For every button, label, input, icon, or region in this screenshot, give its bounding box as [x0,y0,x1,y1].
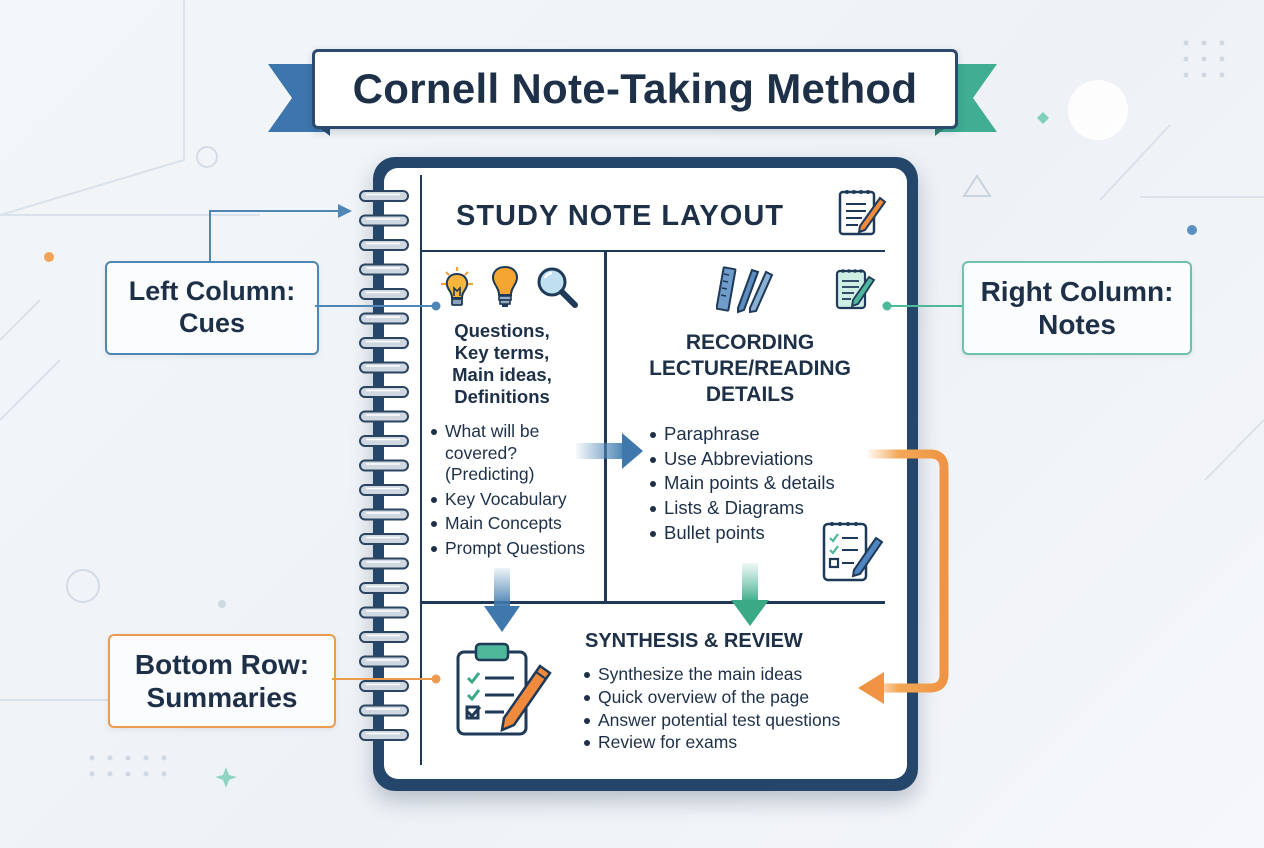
lightbulb-icon [441,267,473,306]
spiral-ring [359,508,409,521]
spiral-ring [359,214,409,227]
margin-line [420,175,422,765]
notes-heading: RECORDING LECTURE/READING DETAILS [630,330,870,408]
spiral-ring [359,288,409,300]
cues-list: What will be covered? (Predicting) Key V… [429,421,609,562]
callout-line: Cues [178,308,246,338]
summary-divider [422,601,885,604]
spiral-ring [359,582,409,594]
spiral-ring [359,533,409,545]
spiral-ring [359,606,409,619]
list-item: Paraphrase [648,422,888,447]
spiral-ring [359,312,409,325]
spiral-ring [359,631,409,643]
spiral-ring [359,704,409,717]
notes-list: Paraphrase Use Abbreviations Main points… [648,422,888,546]
list-item: Answer potential test questions [582,709,882,732]
clipboard-checklist-icon [456,642,552,736]
spiral-ring [359,361,409,374]
notepad-pencil-icon [835,269,876,310]
column-divider [604,252,607,602]
notepad-pencil-icon [838,190,887,236]
spiral-ring [359,459,409,472]
lightbulb-icon [492,265,518,307]
spiral-binding [359,190,409,741]
title-divider [422,250,885,252]
notes-heading-line: LECTURE/READING [649,357,851,380]
callout-line: Summaries [146,682,298,713]
spiral-ring [359,655,409,668]
callout-right-column: Right Column: Notes [962,261,1192,355]
spiral-ring [359,410,409,423]
notebook-title: STUDY NOTE LAYOUT [456,199,784,232]
cues-heading-line: Main ideas, [452,364,552,385]
page-title: Cornell Note-Taking Method [312,49,958,129]
notes-heading-line: DETAILS [705,383,795,406]
cues-heading: Questions, Key terms, Main ideas, Defini… [432,320,572,408]
spiral-ring [359,190,409,202]
cues-heading-line: Key terms, [454,342,550,363]
list-item: Prompt Questions [429,538,609,560]
callout-left-column: Left Column: Cues [105,261,319,355]
magnifying-glass-icon [537,267,578,308]
checklist-pencil-icon [822,522,884,582]
spiral-ring [359,239,409,251]
list-item: Synthesize the main ideas [582,663,882,686]
spiral-ring [359,337,409,349]
callout-line: Notes [1038,309,1116,340]
spiral-ring [359,729,409,741]
spiral-ring [359,386,409,398]
spiral-ring [359,680,409,692]
list-item: Use Abbreviations [648,447,888,472]
list-item: Review for exams [582,731,882,754]
spiral-ring [359,435,409,447]
list-item: Key Vocabulary [429,489,609,511]
ruler-pencils-icon [716,266,774,314]
list-item: Main points & details [648,471,888,496]
list-item: What will be covered? (Predicting) [429,421,609,486]
list-item: Bullet points [648,521,888,546]
notes-heading-line: RECORDING [685,331,815,354]
callout-line: Bottom Row: [134,648,310,680]
list-item: Quick overview of the page [582,686,882,709]
list-item: Lists & Diagrams [648,496,888,521]
spiral-ring [359,484,409,496]
summary-list: Synthesize the main ideas Quick overview… [582,663,882,754]
callout-line: Right Column: [980,275,1174,307]
list-item: Main Concepts [429,513,609,535]
callout-line: Left Column: [128,276,296,307]
spiral-ring [359,263,409,276]
cues-heading-line: Definitions [454,386,550,407]
summary-heading: SYNTHESIS & REVIEW [585,630,803,652]
spiral-ring [359,557,409,570]
cues-heading-line: Questions, [454,320,550,341]
callout-bottom-row: Bottom Row: Summaries [108,634,336,728]
